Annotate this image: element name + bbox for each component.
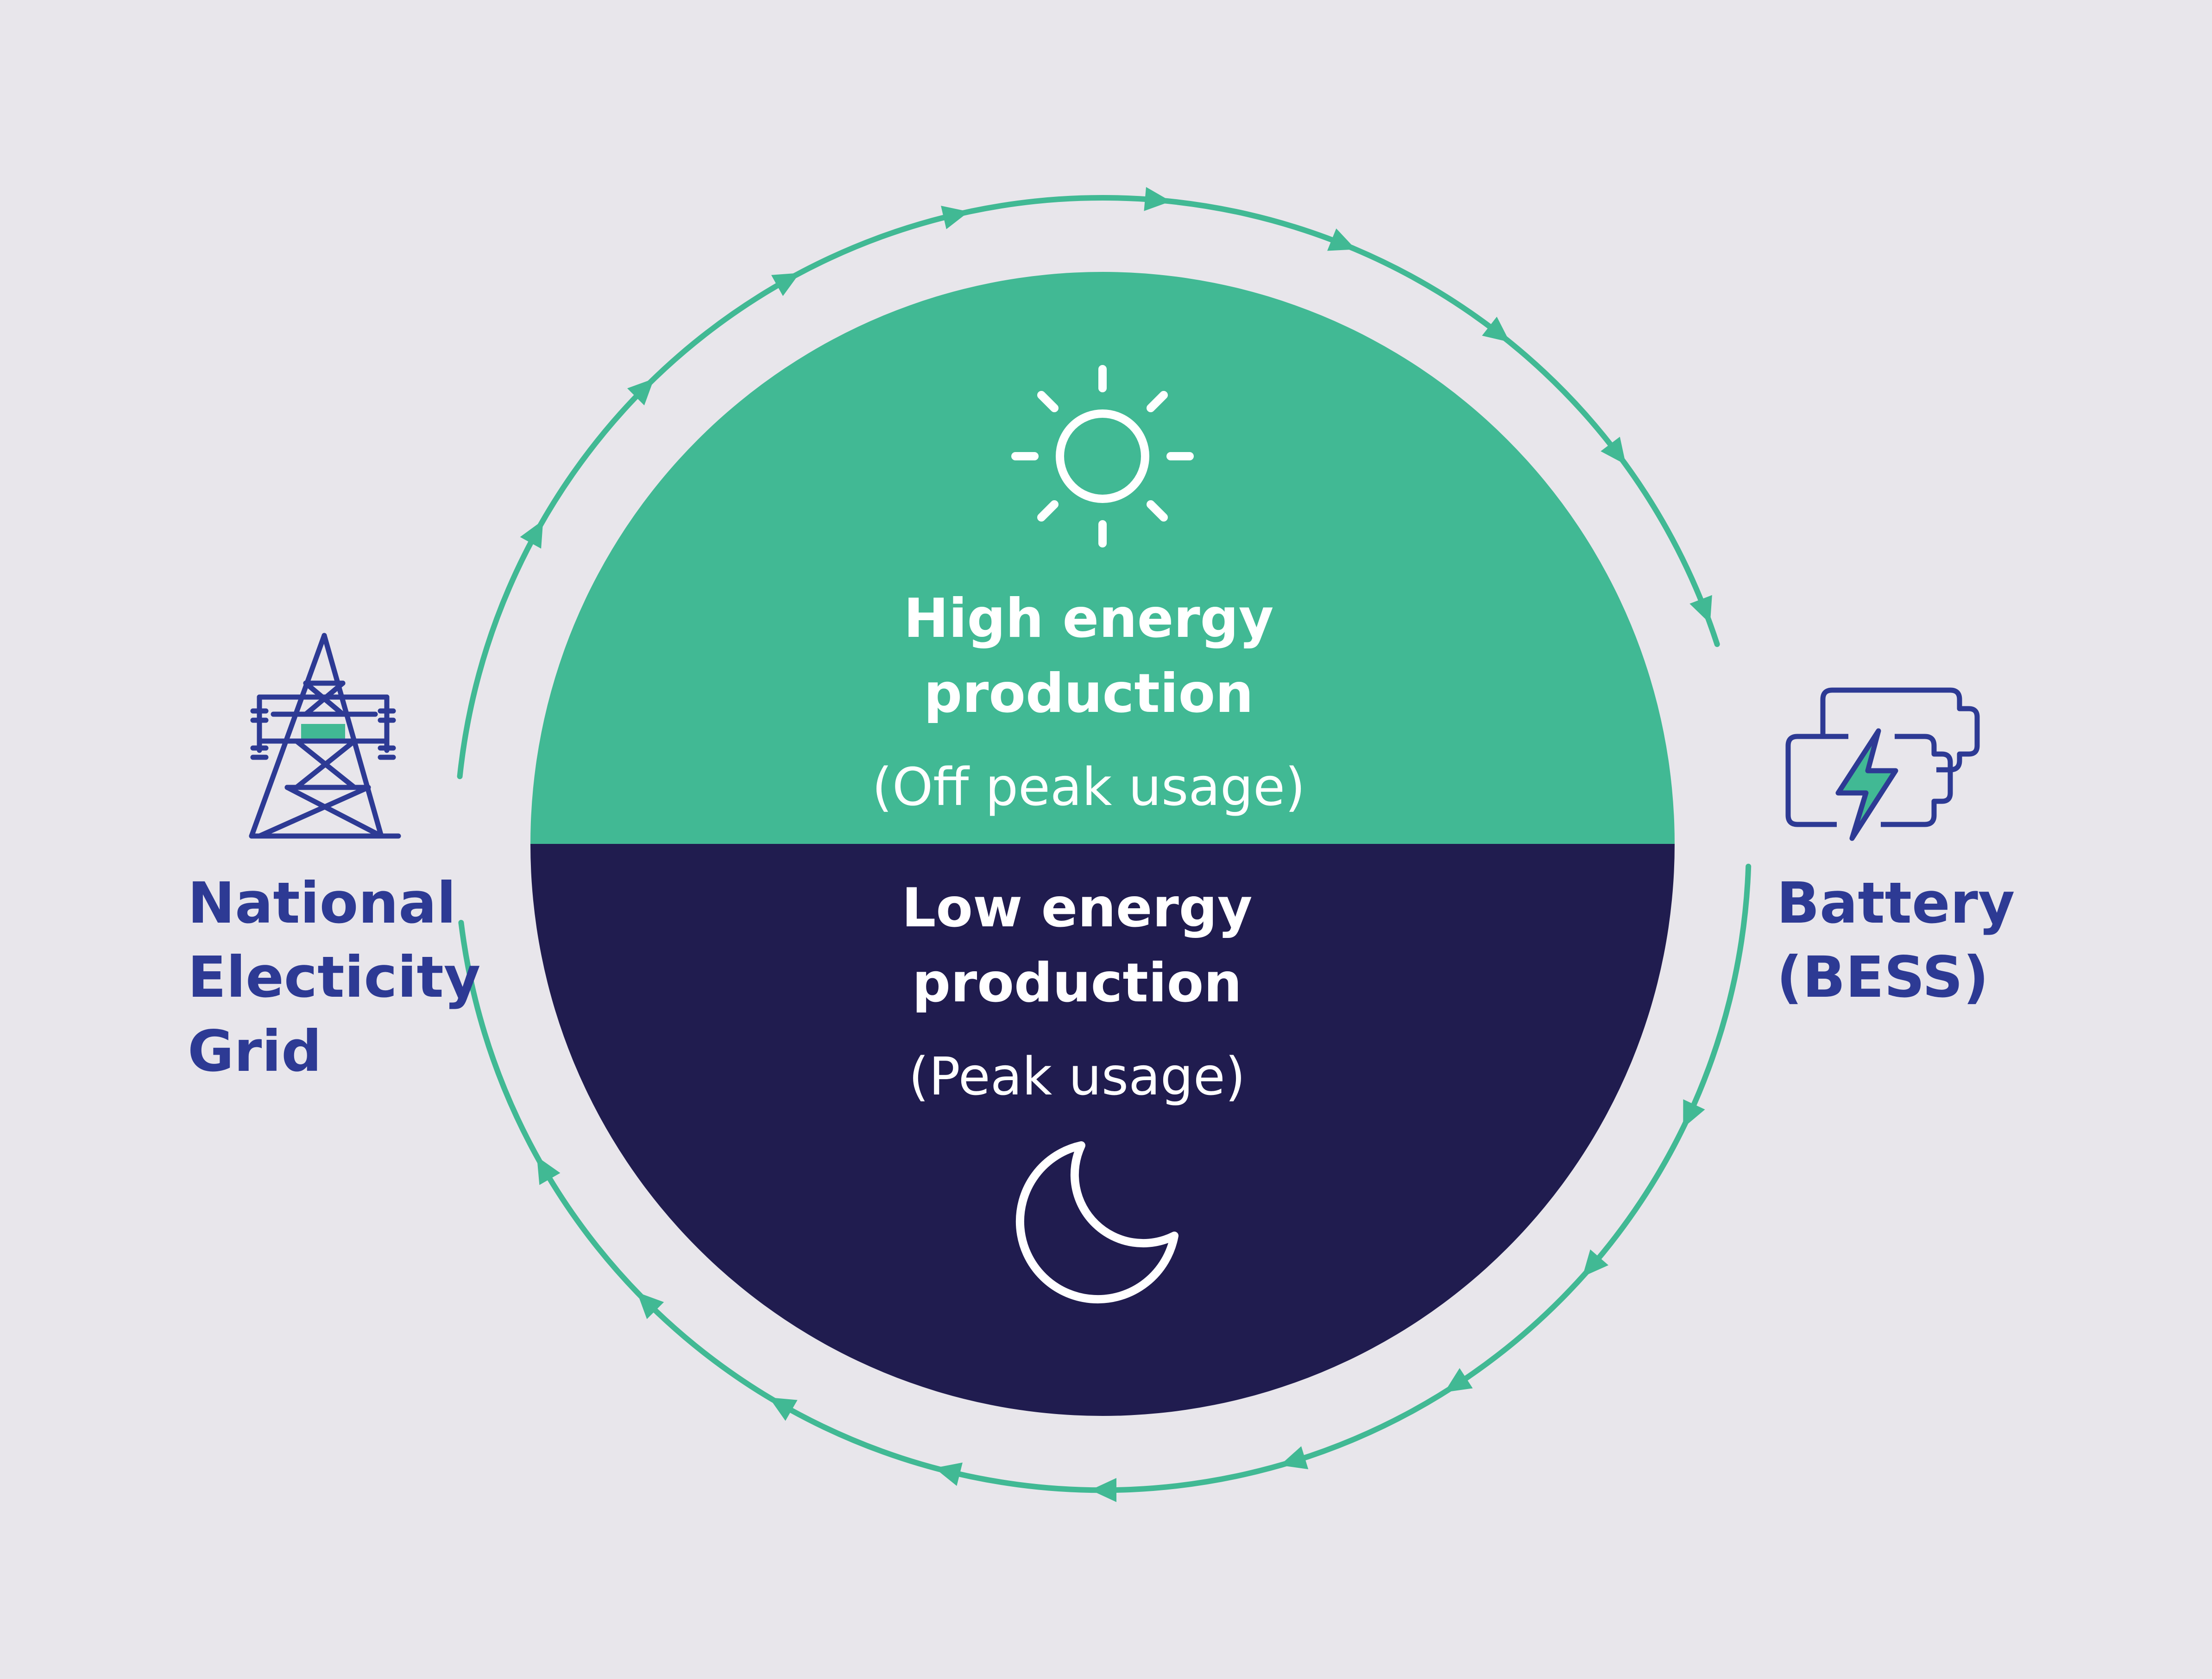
flow-arc-bottom-arrowhead: [637, 1292, 664, 1319]
flow-arc-bottom-arrowhead: [1280, 1446, 1309, 1470]
low-energy-title-line2: production: [912, 952, 1242, 1014]
low-energy-subtitle: (Peak usage): [908, 1047, 1246, 1107]
flow-arc-bottom-arrowhead: [1683, 1099, 1705, 1128]
transmission-tower-icon: [249, 633, 401, 839]
flow-arc-bottom-line: [458, 863, 1752, 1493]
flow-arc-top-arrowhead: [941, 206, 969, 229]
high-energy-title-line2: production: [924, 662, 1254, 725]
flow-arc-bottom-arrowhead: [536, 1156, 561, 1185]
flow-arc-top-arrowhead: [1601, 436, 1626, 465]
flow-arc-top-arrowhead: [1482, 316, 1510, 342]
central-circle: [530, 272, 1675, 1416]
flow-arc-top-arrowhead: [771, 273, 800, 296]
battery-charging-icon: [1785, 687, 1980, 841]
battery-label-line2: (BESS): [1777, 944, 1989, 1010]
flow-arc-bottom-arrowhead: [1090, 1478, 1116, 1502]
moon-icon: [1015, 1141, 1178, 1304]
grid-label: National Electicity Grid: [188, 866, 480, 1088]
flow-arc-bottom-arrowhead: [934, 1462, 963, 1486]
grid-label-line1: National: [188, 870, 456, 936]
battery-label-line1: Battery: [1777, 870, 2015, 936]
grid-label-line3: Grid: [188, 1019, 322, 1084]
flow-arc-top-arrowhead: [1689, 595, 1712, 624]
flow-arc-bottom-arrowhead: [1444, 1368, 1473, 1393]
high-energy-title-line1: High energy: [903, 587, 1274, 650]
flow-arc-top-line: [457, 195, 1720, 780]
flow-arc-top-arrowhead: [520, 520, 543, 549]
low-energy-text: Low energy production (Peak usage): [753, 871, 1401, 1112]
flow-arc-top-arrowhead: [627, 378, 654, 406]
flow-arc-bottom-arrowhead: [1582, 1249, 1609, 1277]
high-energy-subtitle: (Off peak usage): [872, 757, 1305, 817]
flow-arc-top-arrowhead: [1327, 228, 1356, 251]
flow-arc-bottom: [458, 863, 1752, 1502]
high-energy-text: High energy production (Off peak usage): [764, 581, 1413, 822]
grid-label-line2: Electicity: [188, 944, 481, 1010]
battery-label: Battery (BESS): [1777, 866, 2015, 1014]
low-energy-half: [530, 844, 1675, 1416]
flow-arc-bottom-arrowhead: [769, 1397, 798, 1421]
flow-arc-top-arrowhead: [1144, 187, 1171, 211]
sun-icon: [1011, 365, 1194, 547]
flow-arc-top: [457, 187, 1720, 780]
high-energy-half: [530, 272, 1675, 844]
low-energy-title-line1: Low energy: [901, 877, 1253, 939]
